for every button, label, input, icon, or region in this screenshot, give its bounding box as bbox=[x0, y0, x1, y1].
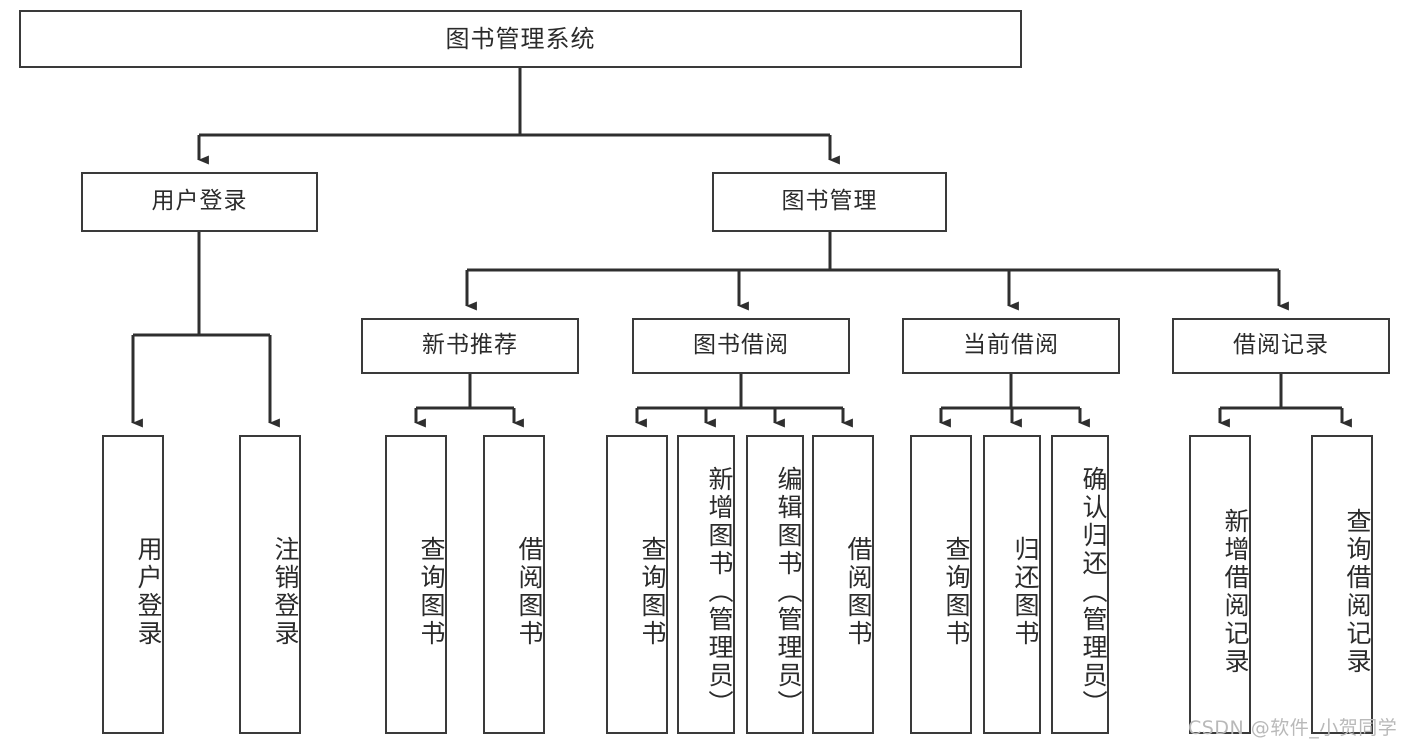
node-leaf-edit-book-label: 编辑图书（管理员） bbox=[774, 465, 803, 718]
node-borrow-record-label: 借阅记录 bbox=[1233, 332, 1329, 359]
node-root[interactable]: 图书管理系统 bbox=[19, 10, 1022, 68]
node-leaf-borrow-book-label: 借阅图书 bbox=[844, 535, 873, 648]
node-leaf-logout[interactable]: 注销登录 bbox=[239, 435, 301, 734]
watermark: CSDN @软件_小贺同学 bbox=[1188, 717, 1398, 739]
node-leaf-query-book-borrow[interactable]: 查询图书 bbox=[606, 435, 668, 734]
node-leaf-query-record-label: 查询借阅记录 bbox=[1343, 507, 1372, 676]
node-book-manage[interactable]: 图书管理 bbox=[712, 172, 947, 232]
node-book-manage-label: 图书管理 bbox=[781, 188, 878, 215]
node-leaf-confirm-return-label: 确认归还（管理员） bbox=[1079, 465, 1108, 718]
node-leaf-query-book-cur[interactable]: 查询图书 bbox=[910, 435, 972, 734]
node-leaf-add-record[interactable]: 新增借阅记录 bbox=[1189, 435, 1251, 734]
node-user-login-label: 用户登录 bbox=[151, 188, 248, 215]
node-leaf-add-book[interactable]: 新增图书（管理员） bbox=[677, 435, 735, 734]
node-root-label: 图书管理系统 bbox=[445, 24, 596, 53]
node-leaf-return-book-label: 归还图书 bbox=[1011, 535, 1040, 648]
node-leaf-return-book[interactable]: 归还图书 bbox=[983, 435, 1041, 734]
node-new-book-rec[interactable]: 新书推荐 bbox=[361, 318, 579, 374]
node-leaf-add-book-label: 新增图书（管理员） bbox=[705, 465, 734, 718]
node-leaf-query-book-borrow-label: 查询图书 bbox=[638, 535, 667, 648]
node-leaf-query-book-cur-label: 查询图书 bbox=[942, 535, 971, 648]
node-leaf-edit-book[interactable]: 编辑图书（管理员） bbox=[746, 435, 804, 734]
node-leaf-query-book-rec[interactable]: 查询图书 bbox=[385, 435, 447, 734]
node-leaf-borrow-book-rec-label: 借阅图书 bbox=[515, 535, 544, 648]
node-user-login[interactable]: 用户登录 bbox=[81, 172, 318, 232]
node-new-book-rec-label: 新书推荐 bbox=[422, 332, 518, 359]
node-leaf-add-record-label: 新增借阅记录 bbox=[1221, 507, 1250, 676]
node-leaf-confirm-return[interactable]: 确认归还（管理员） bbox=[1051, 435, 1109, 734]
node-borrow-record[interactable]: 借阅记录 bbox=[1172, 318, 1390, 374]
node-leaf-borrow-book[interactable]: 借阅图书 bbox=[812, 435, 874, 734]
node-current-borrow-label: 当前借阅 bbox=[963, 332, 1059, 359]
node-leaf-borrow-book-rec[interactable]: 借阅图书 bbox=[483, 435, 545, 734]
node-leaf-query-record[interactable]: 查询借阅记录 bbox=[1311, 435, 1373, 734]
node-leaf-query-book-rec-label: 查询图书 bbox=[417, 535, 446, 648]
node-leaf-user-login[interactable]: 用户登录 bbox=[102, 435, 164, 734]
node-leaf-logout-label: 注销登录 bbox=[271, 535, 300, 648]
node-current-borrow[interactable]: 当前借阅 bbox=[902, 318, 1120, 374]
node-book-borrow-label: 图书借阅 bbox=[693, 332, 789, 359]
node-book-borrow[interactable]: 图书借阅 bbox=[632, 318, 850, 374]
node-leaf-user-login-label: 用户登录 bbox=[134, 535, 163, 648]
